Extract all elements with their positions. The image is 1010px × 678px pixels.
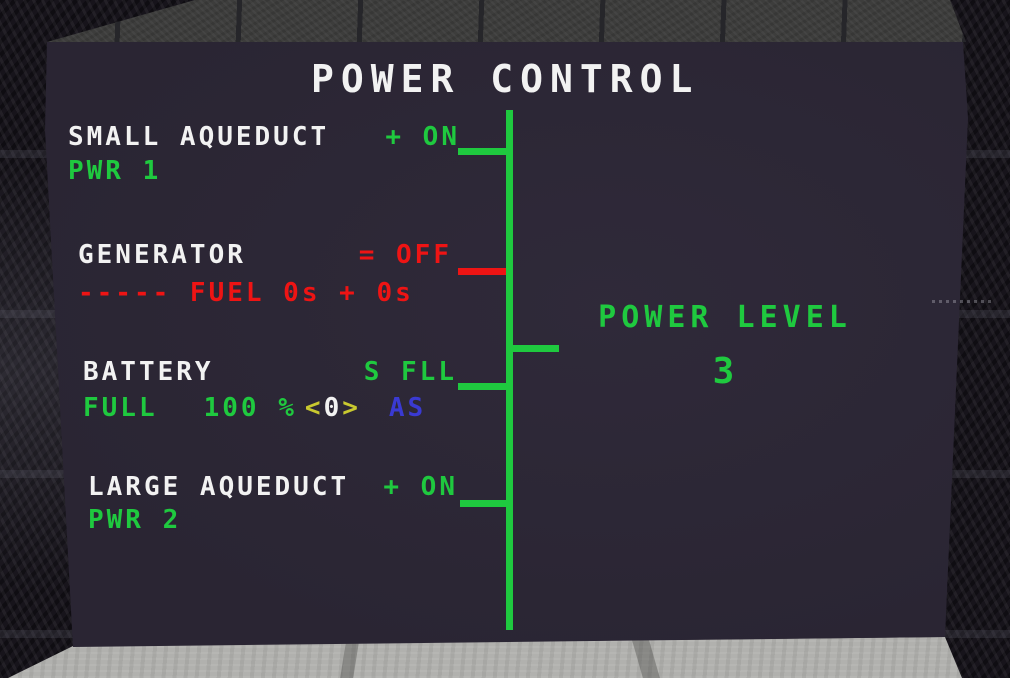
power-level-readout: POWER LEVEL 3 [560,300,890,392]
device-status-toggle[interactable]: + ON [383,472,458,502]
battery-fill-label: FULL [83,393,158,423]
connector-power-level [513,345,559,352]
battery-detail: FULL 100 %<0> AS [83,395,457,422]
device-name: BATTERY [83,357,214,387]
device-detail: PWR 1 [68,156,162,186]
connector-large-aqueduct [460,500,506,507]
power-bus-line [506,110,513,630]
device-name: GENERATOR [78,240,246,270]
device-status-toggle[interactable]: = OFF [358,240,452,270]
connector-small-aqueduct [458,148,506,155]
device-status-toggle[interactable]: S FLL [363,357,457,387]
connector-generator [458,268,506,275]
device-name: SMALL AQUEDUCT [68,122,330,152]
battery-charge-value: 0 [323,393,343,423]
connector-battery [458,383,506,390]
power-level-label: POWER LEVEL [598,300,852,335]
battery-bracket-open: < [304,393,324,423]
device-row-battery: BATTERY S FLL FULL 100 %<0> AS [83,359,457,422]
battery-bracket-close: > [342,393,361,423]
screen-title: POWER CONTROL [311,57,700,101]
device-name: LARGE AQUEDUCT [88,472,350,502]
device-row-large-aqueduct: LARGE AQUEDUCT + ON PWR 2 [88,474,458,534]
device-row-small-aqueduct: SMALL AQUEDUCT + ON PWR 1 [68,124,460,185]
battery-mode: AS [388,393,427,423]
device-row-generator: GENERATOR = OFF ----- FUEL 0s + 0s [78,242,452,307]
power-level-value: 3 [712,351,738,392]
stone-wall-top [47,0,966,42]
device-detail: ----- FUEL 0s + 0s [78,278,414,308]
device-detail: PWR 2 [88,505,182,535]
wall-marks [932,300,994,303]
device-status-toggle[interactable]: + ON [385,122,460,152]
battery-percent: 100 % [203,393,297,423]
